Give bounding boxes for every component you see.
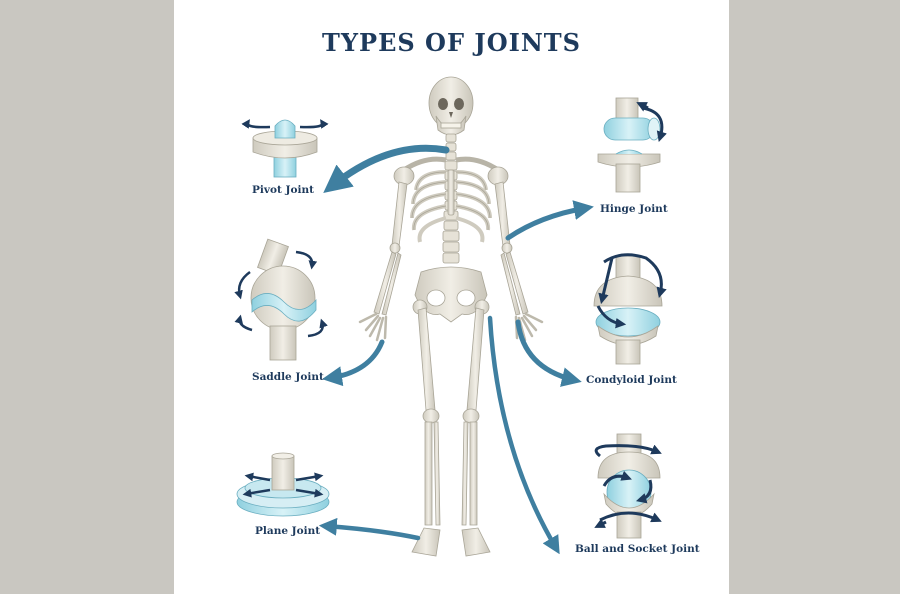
label-ball-socket-joint: Ball and Socket Joint — [575, 543, 700, 555]
arrow-condyloid — [515, 319, 582, 387]
arrow-ball-socket — [487, 315, 560, 555]
diagram-title: TYPES OF JOINTS — [322, 28, 581, 57]
arrow-pivot — [323, 144, 450, 193]
arrow-saddle — [322, 339, 385, 387]
label-condyloid-joint: Condyloid Joint — [586, 374, 677, 386]
label-saddle-joint: Saddle Joint — [252, 371, 324, 383]
pointer-arrows — [318, 144, 594, 555]
hinge-joint-illustration — [597, 97, 667, 193]
arrow-hinge — [505, 200, 594, 241]
condyloid-joint-illustration — [593, 253, 667, 365]
left-margin — [0, 0, 174, 594]
right-margin — [729, 0, 900, 594]
saddle-joint-illustration — [234, 238, 328, 361]
label-plane-joint: Plane Joint — [255, 525, 321, 537]
skeleton — [358, 76, 544, 557]
pivot-joint-illustration — [241, 119, 329, 178]
plane-joint-illustration — [236, 452, 330, 517]
arrow-plane — [318, 517, 421, 541]
ball-socket-joint-illustration — [594, 433, 662, 539]
label-pivot-joint: Pivot Joint — [252, 184, 314, 196]
label-hinge-joint: Hinge Joint — [600, 203, 668, 215]
